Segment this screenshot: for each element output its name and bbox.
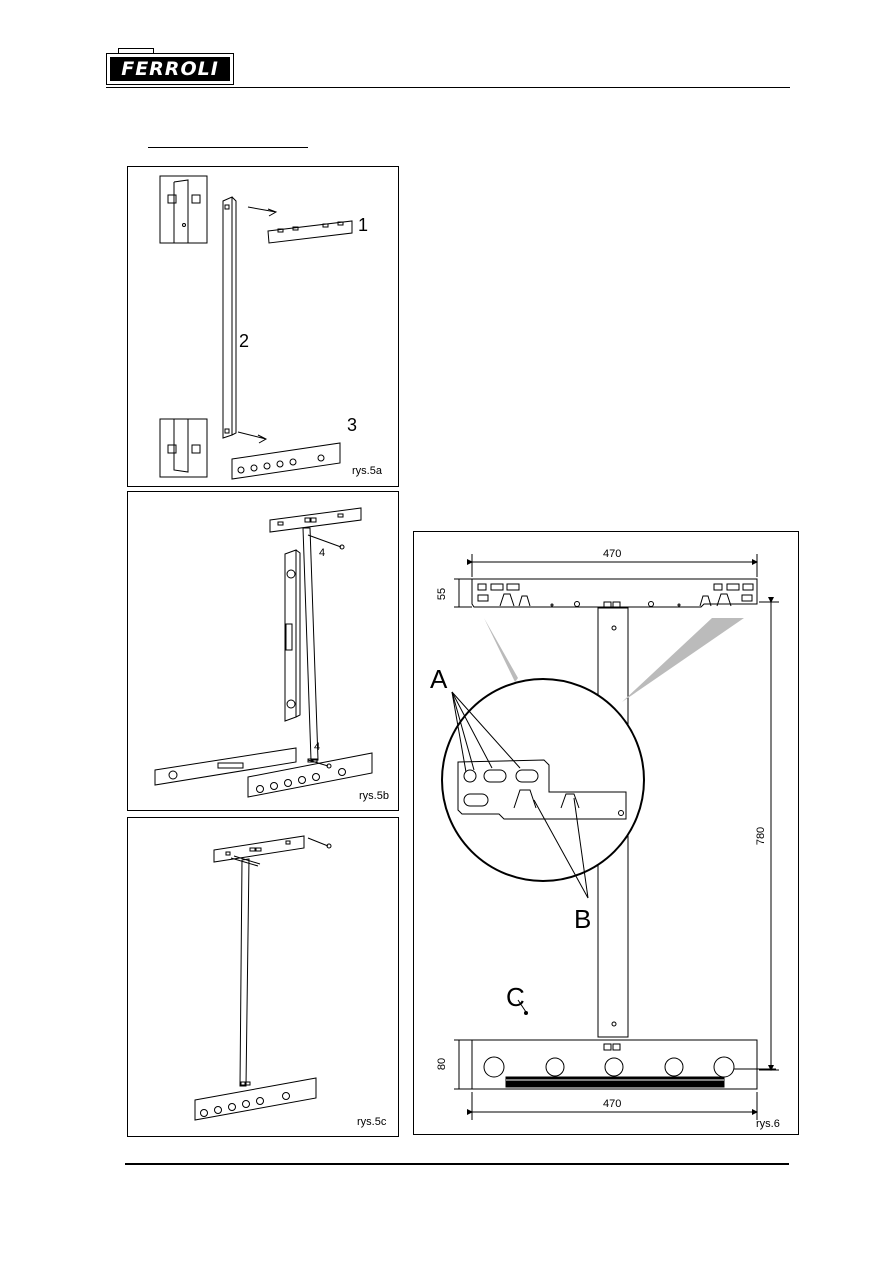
label-4-top: 4 — [319, 547, 326, 559]
caption-rys5b: rys.5b — [359, 790, 389, 802]
dim-top-width: 470 — [603, 548, 622, 560]
footer-rule — [125, 1163, 789, 1165]
rys5b-drawing — [154, 507, 373, 798]
figure-rys5c: rys.5c — [127, 817, 399, 1137]
logo-tab — [118, 48, 154, 55]
rys5a-drawing — [159, 175, 353, 480]
label-4-bottom: 4 — [314, 741, 321, 753]
figure-rys6: 470 55 780 80 470 A B C rys.6 — [413, 531, 799, 1135]
label-c: C — [506, 982, 525, 1012]
figure-rys5a: 1 2 3 rys.5a — [127, 166, 399, 487]
section-heading-underline — [148, 147, 308, 148]
label-a: A — [430, 664, 448, 694]
logo-text: FERROLI — [110, 57, 230, 81]
caption-rys6: rys.6 — [756, 1118, 780, 1130]
figure-rys5b: 4 4 rys.5b — [127, 491, 399, 811]
dim-bottom-width: 470 — [603, 1098, 622, 1110]
dim-bottom-height: 80 — [436, 1057, 449, 1071]
caption-rys5c: rys.5c — [357, 1116, 387, 1128]
rys6-drawing — [441, 554, 779, 1120]
label-3: 3 — [347, 415, 358, 435]
label-b: B — [574, 904, 592, 934]
ferroli-logo: FERROLI — [106, 53, 234, 85]
rys5c-drawing — [194, 835, 332, 1121]
dim-total-height: 780 — [755, 826, 768, 846]
header-rule — [106, 87, 790, 88]
caption-rys5a: rys.5a — [352, 465, 382, 477]
label-2: 2 — [239, 331, 250, 351]
label-1: 1 — [358, 215, 369, 235]
dim-top-height: 55 — [436, 587, 449, 601]
